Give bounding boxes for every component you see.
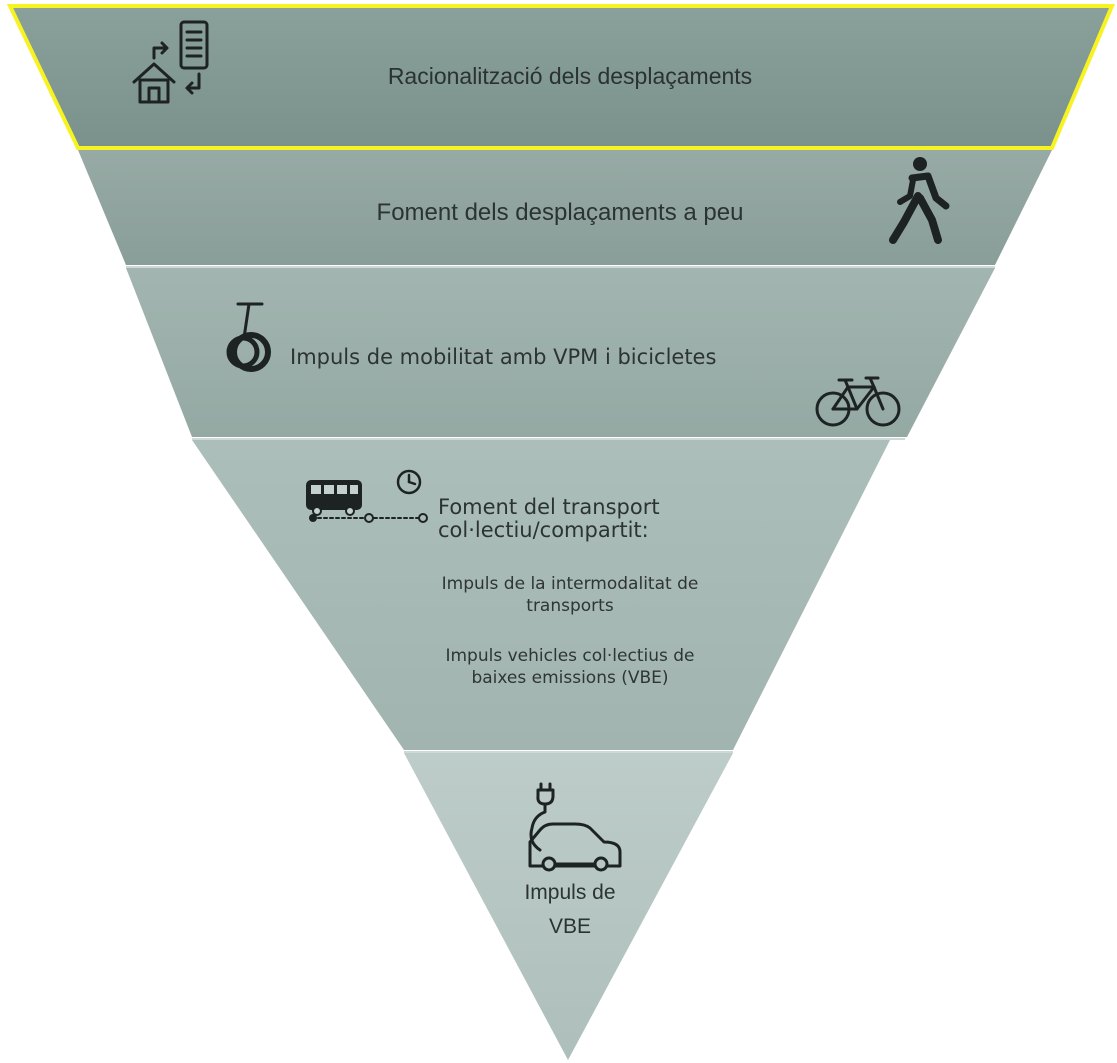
level-5-label-line-1: Impuls de — [524, 881, 616, 904]
pyramid-level-4-band — [192, 440, 890, 750]
level-4-title-line-2: col·lectiu/compartit: — [438, 518, 649, 543]
home-office-commute-icon — [132, 20, 209, 104]
bus-route-icon — [306, 480, 428, 523]
level-4-title: Foment del transport col·lectiu/comparti… — [400, 495, 700, 543]
level-3-label: Impuls de mobilitat amb VPM i bicicletes — [290, 345, 717, 369]
level-1-label: Racionalització dels desplaçaments — [387, 63, 753, 89]
level-4-item-2-line-1: Impuls vehicles col·lectius de — [445, 646, 695, 666]
level-4-title-line-1: Foment del transport — [438, 495, 660, 519]
level-1-highlight-outline — [6, 4, 1116, 150]
level-2-label: Foment dels desplaçaments a peu — [376, 199, 744, 226]
unicycle-icon — [226, 302, 271, 372]
bicycle-icon — [815, 376, 901, 427]
clock-icon — [396, 469, 422, 495]
level-4-item-1-line-2: transports — [526, 596, 614, 617]
pyramid-level-2-band — [78, 150, 1052, 265]
level-5-label-line-2: VBE — [548, 914, 592, 938]
level-4-item-2-line-2: baixes emissions (VBE) — [471, 668, 669, 689]
level-4-item-2: Impuls vehicles col·lectius de baixes em… — [340, 645, 800, 689]
walking-person-icon — [889, 157, 950, 244]
pyramid-level-1-band — [10, 6, 1112, 148]
pyramid-level-3-band — [126, 268, 995, 437]
electric-car-icon — [528, 782, 622, 872]
level-5-label: Impuls de VBE — [480, 876, 660, 943]
level-4-item-1: Impuls de la intermodalitat de transport… — [340, 573, 800, 617]
pyramid-level-5-band — [404, 753, 733, 1060]
level-4-item-1-line-1: Impuls de la intermodalitat de — [441, 574, 699, 594]
